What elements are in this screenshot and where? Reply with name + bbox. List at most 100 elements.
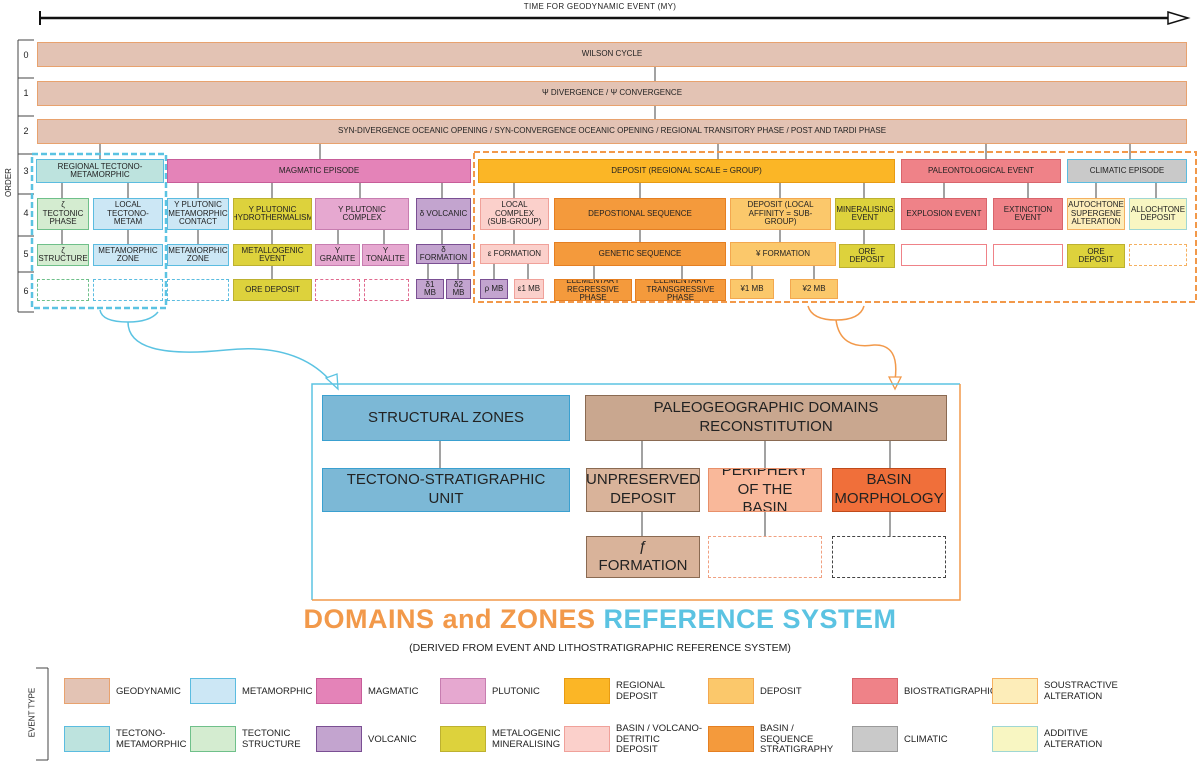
divergence-box: Ψ DIVERGENCE / Ψ CONVERGENCE bbox=[37, 81, 1187, 106]
plutonic-metamorphic-box: Y PLUTONIC METAMORPHIC CONTACT bbox=[167, 198, 229, 230]
tectono-stratigraphic-unit-box: TECTONO-STRATIGRAPHIC UNIT bbox=[322, 468, 570, 512]
legend-swatch-additive-alteration bbox=[992, 726, 1038, 752]
empty-bio-box-2 bbox=[993, 244, 1063, 266]
order-level-0: 0 bbox=[23, 50, 29, 60]
time-arrow-head bbox=[1167, 10, 1191, 26]
delta1-mb-box: δ1 MB bbox=[416, 279, 444, 299]
magmatic-episode-box: MAGMATIC EPISODE bbox=[167, 159, 471, 183]
legend-swatch-tectonic-structure bbox=[190, 726, 236, 752]
legend-swatch-basin-sequence-stratigraphy bbox=[708, 726, 754, 752]
tectonic-phase-box: ζ TECTONIC PHASE bbox=[37, 198, 89, 230]
legend-swatch-metamorphic bbox=[190, 678, 236, 704]
order-level-2: 2 bbox=[23, 126, 29, 136]
metallogenic-event-box: METALLOGENIC EVENT bbox=[233, 244, 312, 266]
basin-morphology-box: BASIN MORPHOLOGY bbox=[832, 468, 946, 512]
empty-granite-box bbox=[315, 279, 360, 301]
empty-bio-box-1 bbox=[901, 244, 987, 266]
yen2-mb-box: ¥2 MB bbox=[790, 279, 838, 299]
extinction-event-box: EXTINCTION EVENT bbox=[993, 198, 1063, 230]
legend-swatch-regional-deposit bbox=[564, 678, 610, 704]
elementary-regressive-box: ELEMENTARY REGRESSIVE PHASE bbox=[554, 279, 632, 301]
ore-deposit-box-1: ORE DEPOSIT bbox=[839, 244, 895, 268]
order-level-6: 6 bbox=[23, 286, 29, 296]
empty-tonalite-box bbox=[364, 279, 409, 301]
legend-swatch-climatic bbox=[852, 726, 898, 752]
plutonic-hydrothermalism-box: Y PLUTONIC HYDROTHERMALISM bbox=[233, 198, 312, 230]
epsilon-formation-box: ε FORMATION bbox=[480, 244, 549, 264]
reference-system-title: DOMAINS and ZONES REFERENCE SYSTEM bbox=[0, 604, 1200, 635]
rho-mb-box: ρ MB bbox=[480, 279, 508, 299]
plutonic-complex-box: Y PLUTONIC COMPLEX bbox=[315, 198, 409, 230]
local-complex-box: LOCAL COMPLEX (SUB-GROUP) bbox=[480, 198, 549, 230]
syn-phase-box: SYN-DIVERGENCE OCEANIC OPENING / SYN-CON… bbox=[37, 119, 1187, 144]
title-part-2: REFERENCE SYSTEM bbox=[603, 604, 897, 634]
structure-box: ζ STRUCTURE bbox=[37, 244, 89, 266]
legend-label-tectonic-structure: TECTONIC STRUCTURE bbox=[242, 728, 301, 750]
deposit-local-box: DEPOSIT (LOCAL AFFINITY = SUB-GROUP) bbox=[730, 198, 831, 230]
detail-frame-blue bbox=[311, 383, 960, 600]
legend-axis-label: EVENT TYPE bbox=[27, 687, 37, 738]
legend-swatch-basin-volcano-detritic-deposit bbox=[564, 726, 610, 752]
tonalite-box: Y TONALITE bbox=[362, 244, 409, 266]
ore-deposit-box-2: ORE DEPOSIT bbox=[1067, 244, 1125, 268]
empty-zone-box-2 bbox=[167, 279, 229, 301]
legend-swatch-deposit bbox=[708, 678, 754, 704]
legend-label-additive-alteration: ADDITIVE ALTERATION bbox=[1044, 728, 1103, 750]
delta2-mb-box: δ2 MB bbox=[446, 279, 471, 299]
regional-tectono-metamorphic-box: REGIONAL TECTONO-METAMORPHIC bbox=[36, 159, 164, 183]
order-level-3: 3 bbox=[23, 166, 29, 176]
reference-system-subtitle: (DERIVED FROM EVENT AND LITHOSTRATIGRAPH… bbox=[409, 642, 791, 654]
order-axis-label: ORDER bbox=[3, 168, 13, 197]
deposit-regional-box: DEPOSIT (REGIONAL SCALE = GROUP) bbox=[478, 159, 895, 183]
legend-swatch-geodynamic bbox=[64, 678, 110, 704]
paleontological-event-box: PALEONTOLOGICAL EVENT bbox=[901, 159, 1061, 183]
empty-basin-box bbox=[832, 536, 946, 578]
legend-swatch-metalogenic-mineralising bbox=[440, 726, 486, 752]
legend-label-regional-deposit: REGIONAL DEPOSIT bbox=[616, 680, 665, 702]
empty-alteration-box bbox=[1129, 244, 1187, 266]
explosion-event-box: EXPLOSION EVENT bbox=[901, 198, 987, 230]
legend-swatch-biostratigraphic bbox=[852, 678, 898, 704]
f-formation-box: ƒ FORMATION bbox=[586, 536, 700, 578]
deposit-group-outline bbox=[473, 151, 1197, 303]
paleogeographic-domains-box: PALEOGEOGRAPHIC DOMAINS RECONSTITUTION bbox=[585, 395, 947, 441]
legend-label-soustractive-alteration: SOUSTRACTIVE ALTERATION bbox=[1044, 680, 1118, 702]
unpreserved-deposit-box: UNPRESERVED DEPOSIT bbox=[586, 468, 700, 512]
legend-label-climatic: CLIMATIC bbox=[904, 733, 948, 745]
yen-formation-box: ¥ FORMATION bbox=[730, 242, 836, 266]
delta-formation-box: δ FORMATION bbox=[416, 244, 471, 264]
legend-label-geodynamic: GEODYNAMIC bbox=[116, 685, 181, 697]
legend-label-metamorphic: METAMORPHIC bbox=[242, 685, 313, 697]
title-part-1: DOMAINS and ZONES bbox=[303, 604, 596, 634]
granite-box: Y GRANITE bbox=[315, 244, 360, 266]
empty-periphery-box bbox=[708, 536, 822, 578]
order-level-4: 4 bbox=[23, 208, 29, 218]
ore-deposit-box-3: ORE DEPOSIT bbox=[233, 279, 312, 301]
legend-label-deposit: DEPOSIT bbox=[760, 685, 802, 697]
autochtone-alteration-box: AUTOCHTONE SUPERGENE ALTERATION bbox=[1067, 198, 1125, 230]
legend-label-plutonic: PLUTONIC bbox=[492, 685, 540, 697]
order-level-1: 1 bbox=[23, 88, 29, 98]
legend-swatch-volcanic bbox=[316, 726, 362, 752]
allochtone-deposit-box: ALLOCHTONE DEPOSIT bbox=[1129, 198, 1187, 230]
legend-label-metalogenic-mineralising: METALOGENIC MINERALISING bbox=[492, 728, 561, 750]
legend-label-basin-volcano-detritic-deposit: BASIN / VOLCANO-DETRITIC DEPOSIT bbox=[616, 722, 703, 756]
time-axis-label: TIME FOR GEODYNAMIC EVENT (MY) bbox=[523, 2, 677, 11]
empty-structure-box bbox=[37, 279, 89, 301]
metamorphic-zone-box-2: METAMORPHIC ZONE bbox=[167, 244, 229, 266]
volcanic-box: δ VOLCANIC bbox=[416, 198, 471, 230]
legend-swatch-plutonic bbox=[440, 678, 486, 704]
yen1-mb-box: ¥1 MB bbox=[730, 279, 774, 299]
epsilon1-mb-box: ε1 MB bbox=[514, 279, 544, 299]
tectono-group-outline bbox=[30, 152, 168, 310]
metamorphic-zone-box-1: METAMORPHIC ZONE bbox=[93, 244, 163, 266]
empty-zone-box-1 bbox=[93, 279, 163, 301]
genetic-sequence-box: GENETIC SEQUENCE bbox=[554, 242, 726, 266]
legend-label-tectono-metamorphic: TECTONO-METAMORPHIC bbox=[116, 728, 187, 750]
detail-frame-orange bbox=[312, 384, 961, 601]
order-level-5: 5 bbox=[23, 249, 29, 259]
legend-swatch-tectono-metamorphic bbox=[64, 726, 110, 752]
legend-label-volcanic: VOLCANIC bbox=[368, 733, 417, 745]
local-tectono-metam-box: LOCAL TECTONO-METAM bbox=[93, 198, 163, 230]
legend-swatch-magmatic bbox=[316, 678, 362, 704]
